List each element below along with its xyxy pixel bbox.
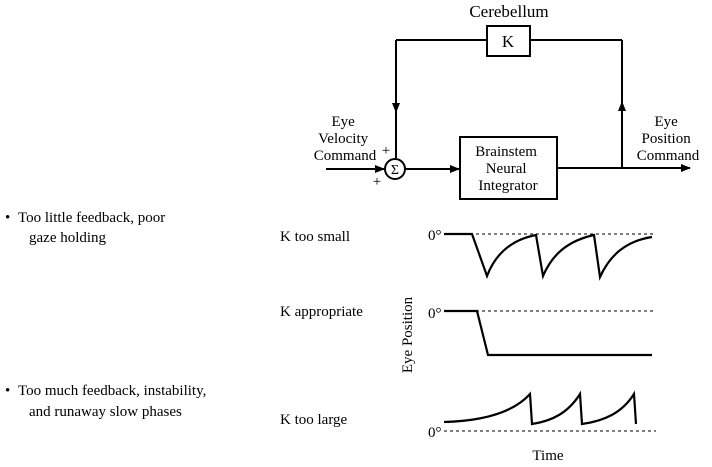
cerebellum-label: Cerebellum: [469, 2, 548, 21]
panel-label-small: K too small: [280, 229, 350, 245]
panel-label-large: K too large: [280, 412, 348, 428]
integrator-block: [459, 136, 558, 200]
sum-symbol: Σ: [391, 163, 399, 178]
zero-label-large: 0°: [428, 425, 442, 441]
note-1: • Too little feedback, poor gaze holding: [5, 210, 169, 246]
panel-label-appropriate: K appropriate: [280, 304, 363, 320]
zero-label-appropriate: 0°: [428, 306, 442, 322]
gain-label: K: [502, 32, 515, 51]
trace-k-too-small: [444, 232, 653, 281]
eye-position-axis-label: Eye Position: [400, 296, 416, 373]
integrator-label: Brainstem Neural Integrator: [475, 144, 540, 194]
trace-k-appropriate: [444, 309, 652, 357]
plus-top: +: [382, 143, 390, 159]
time-axis-label: Time: [532, 448, 563, 464]
note-2: • Too much feedback, instability, and ru…: [5, 383, 210, 420]
input-label: Eye Velocity Command: [314, 114, 377, 164]
trace-k-too-large: [443, 390, 638, 426]
zero-label-small: 0°: [428, 228, 442, 244]
plus-bottom: +: [373, 174, 381, 190]
output-label: Eye Position Command: [637, 114, 700, 164]
